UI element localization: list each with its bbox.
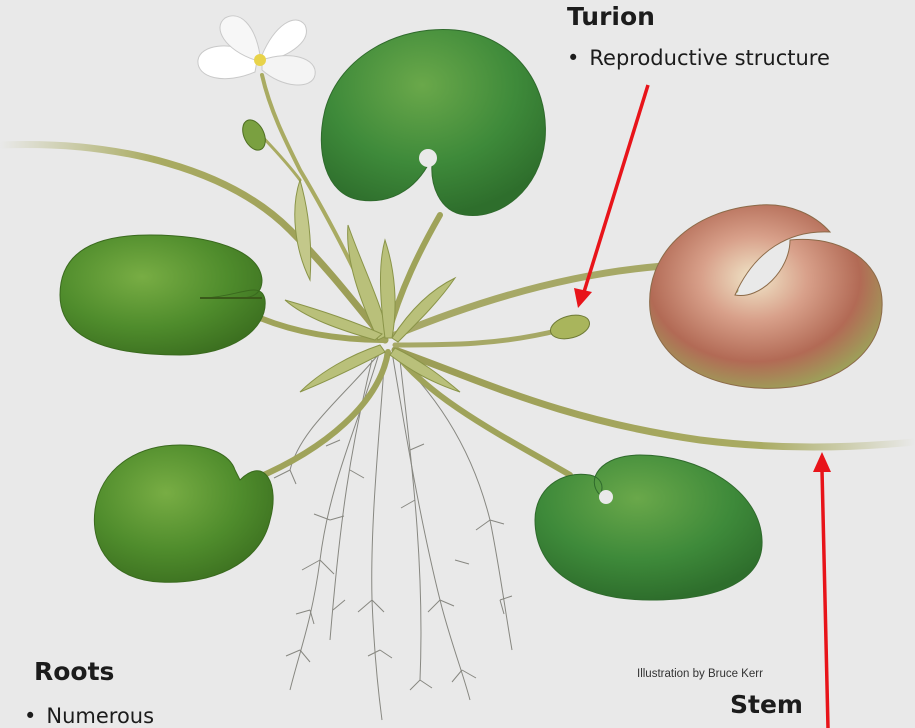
roots-title: Roots <box>34 657 114 686</box>
turion-bullet-text: Reproductive structure <box>589 46 830 70</box>
roots-bullet: • Numerous <box>24 704 154 728</box>
roots-cluster <box>274 350 512 720</box>
illustration-credit: Illustration by Bruce Kerr <box>637 668 763 680</box>
turion-bud <box>548 311 592 343</box>
stem-title: Stem <box>730 690 803 719</box>
turion-arrow <box>584 85 648 292</box>
turion-bullet: • Reproductive structure <box>567 46 830 70</box>
leaves <box>60 29 882 600</box>
flower <box>198 16 315 85</box>
flower-bud <box>238 116 270 153</box>
stem-arrow <box>822 470 828 728</box>
annotation-arrows <box>574 85 831 728</box>
crown-leaves <box>285 180 460 392</box>
turion-title: Turion <box>567 2 655 31</box>
stem-arrowhead <box>813 452 831 472</box>
roots-bullet-text: Numerous <box>46 704 154 728</box>
turion-arrowhead <box>574 288 592 308</box>
bullet-dot: • <box>24 704 36 728</box>
bullet-dot: • <box>567 46 579 70</box>
